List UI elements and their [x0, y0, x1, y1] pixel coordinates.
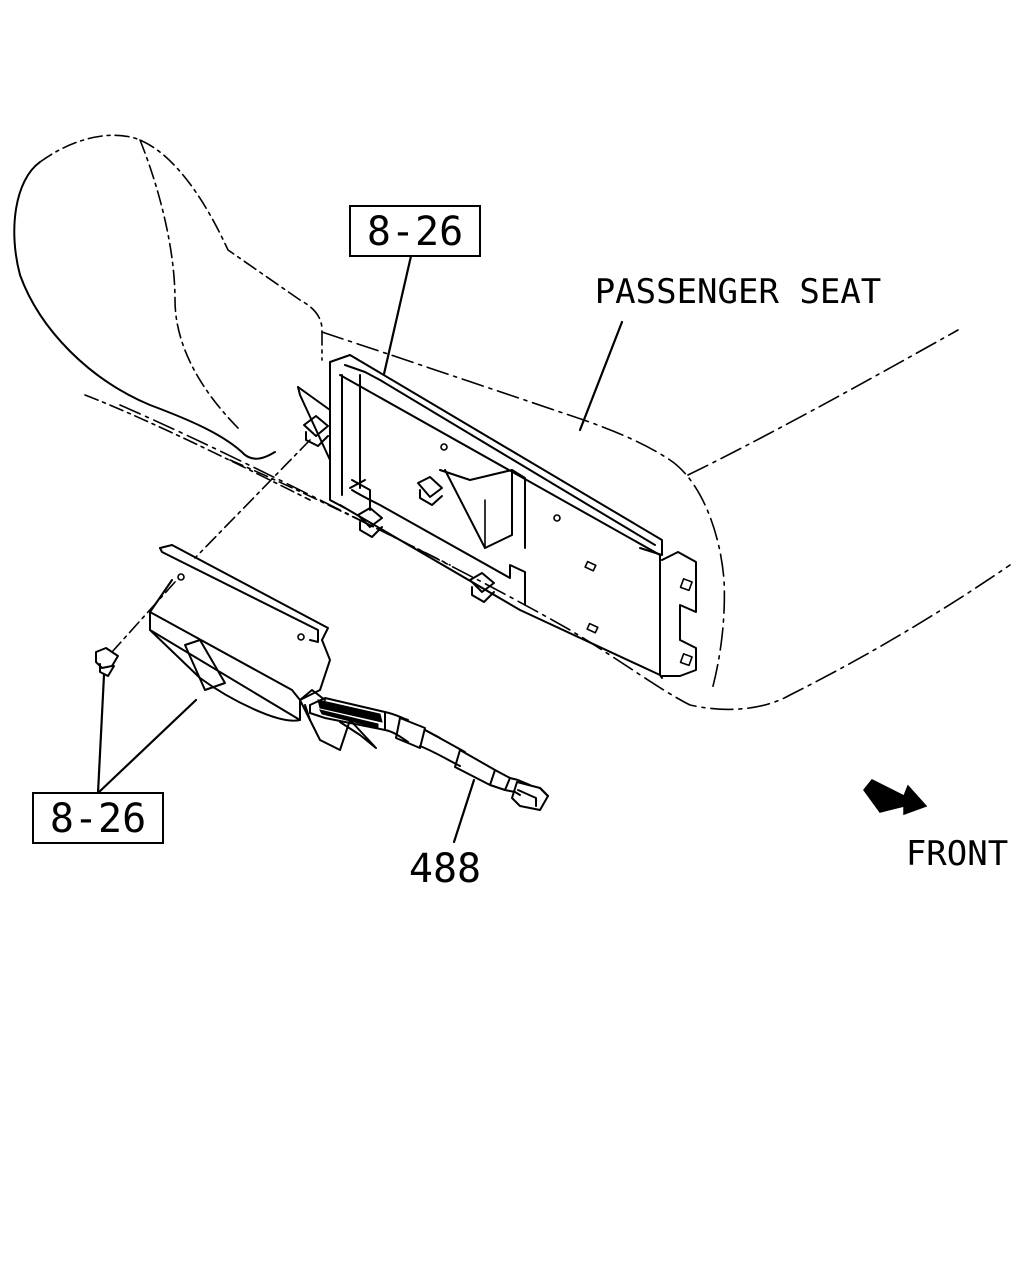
seat-outline	[13, 134, 1011, 711]
reference-label-bottom: 8-26	[50, 796, 146, 842]
side-plate	[297, 386, 331, 461]
front-direction: FRONT	[863, 779, 1008, 874]
arrow-right-down-icon	[863, 779, 928, 816]
reference-box-top[interactable]: 8-26	[349, 205, 481, 257]
passenger-seat-label: PASSENGER SEAT	[595, 272, 882, 312]
front-label: FRONT	[906, 834, 1008, 874]
clip-fastener	[95, 647, 119, 677]
stud	[417, 476, 443, 506]
stud	[357, 507, 383, 538]
part-number-label[interactable]: 488	[409, 846, 481, 892]
control-unit	[149, 544, 377, 751]
stud	[469, 572, 495, 603]
reference-label-top: 8-26	[367, 209, 463, 255]
alignment-lines	[111, 439, 311, 653]
wire-harness	[309, 697, 549, 811]
seat-bracket	[329, 354, 697, 679]
reference-box-bottom[interactable]: 8-26	[32, 792, 164, 844]
leader-lines	[96, 254, 624, 844]
